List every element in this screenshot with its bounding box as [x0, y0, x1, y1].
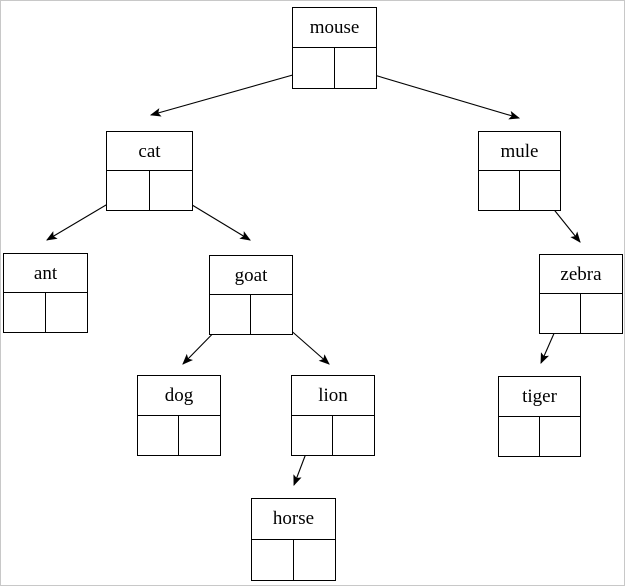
node-pointers-cat: [107, 171, 192, 210]
tree-node-goat[interactable]: goat: [209, 255, 293, 335]
left-pointer-cell-lion: [292, 415, 333, 455]
right-pointer-cell-cat: [150, 171, 193, 210]
left-pointer-cell-dog: [138, 415, 179, 455]
right-pointer-cell-tiger: [540, 417, 581, 457]
tree-node-lion[interactable]: lion: [291, 375, 375, 456]
left-pointer-cell-mule: [479, 171, 520, 210]
node-pointers-ant: [4, 293, 87, 332]
left-pointer-cell-horse: [252, 539, 294, 580]
node-label-cat: cat: [107, 132, 192, 171]
left-pointer-cell-cat: [107, 171, 150, 210]
tree-edge-mouse-mule: [353, 68, 521, 120]
tree-node-zebra[interactable]: zebra: [539, 254, 623, 334]
tree-node-tiger[interactable]: tiger: [498, 376, 581, 457]
node-pointers-lion: [292, 415, 374, 456]
tree-node-dog[interactable]: dog: [137, 375, 221, 456]
right-pointer-cell-ant: [46, 293, 88, 332]
right-pointer-cell-zebra: [581, 294, 622, 333]
node-label-mouse: mouse: [293, 8, 376, 48]
node-pointers-dog: [138, 415, 220, 456]
node-label-dog: dog: [138, 376, 220, 416]
tree-node-ant[interactable]: ant: [3, 253, 88, 333]
node-pointers-goat: [210, 295, 292, 334]
node-label-horse: horse: [252, 499, 335, 540]
left-pointer-cell-zebra: [540, 294, 581, 333]
node-label-lion: lion: [292, 376, 374, 416]
node-pointers-tiger: [499, 416, 581, 457]
node-label-mule: mule: [479, 132, 560, 171]
node-label-tiger: tiger: [499, 377, 580, 417]
left-pointer-cell-tiger: [499, 416, 540, 456]
tree-node-mouse[interactable]: mouse: [292, 7, 377, 89]
left-pointer-cell-goat: [210, 295, 251, 334]
left-pointer-cell-ant: [4, 293, 46, 332]
tree-edge-mouse-cat: [149, 68, 315, 117]
right-pointer-cell-mule: [520, 171, 561, 210]
node-pointers-mouse: [293, 48, 376, 88]
node-pointers-zebra: [540, 294, 622, 333]
node-pointers-horse: [252, 539, 336, 581]
node-label-zebra: zebra: [540, 255, 622, 294]
right-pointer-cell-horse: [294, 540, 336, 581]
right-pointer-cell-dog: [179, 416, 220, 456]
node-pointers-mule: [479, 171, 560, 210]
right-pointer-cell-lion: [333, 416, 374, 456]
tree-node-mule[interactable]: mule: [478, 131, 561, 211]
left-pointer-cell-mouse: [293, 48, 335, 88]
right-pointer-cell-mouse: [335, 48, 377, 88]
tree-node-cat[interactable]: cat: [106, 131, 193, 211]
right-pointer-cell-goat: [251, 295, 292, 334]
tree-node-horse[interactable]: horse: [251, 498, 336, 581]
node-label-ant: ant: [4, 254, 87, 293]
node-label-goat: goat: [210, 256, 292, 295]
